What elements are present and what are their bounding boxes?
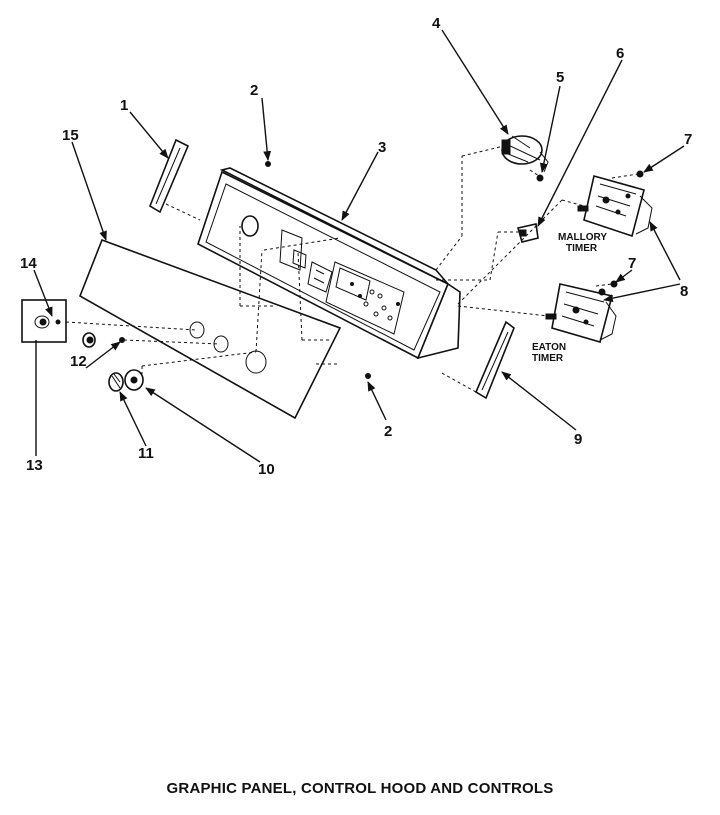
mallory-timer: [577, 175, 653, 238]
switch-screw: [536, 174, 544, 182]
callout-15: 15: [62, 127, 79, 144]
mallory-label-line2: TIMER: [566, 243, 598, 254]
callout-7-lower: 7: [628, 255, 636, 272]
cam-part: [516, 223, 539, 243]
callout-10: 10: [258, 461, 275, 478]
callout-14: 14: [20, 255, 37, 272]
right-end-cap: [474, 320, 515, 400]
small-knob: [82, 332, 125, 348]
knob-plate: [21, 299, 67, 343]
eaton-label-line2: TIMER: [532, 353, 564, 364]
left-end-cap: [149, 138, 190, 214]
callout-7-upper: 7: [684, 131, 692, 148]
hood-screw-top: [265, 161, 271, 167]
callout-12: 12: [70, 353, 87, 370]
callout-4: 4: [432, 15, 441, 32]
callout-13: 13: [26, 457, 43, 474]
callout-8: 8: [680, 283, 688, 300]
callout-2-bottom: 2: [384, 423, 392, 440]
eaton-timer: [545, 283, 617, 343]
rotary-switch: [501, 135, 549, 173]
callout-1: 1: [120, 97, 128, 114]
callout-6: 6: [616, 45, 624, 62]
callout-2-top: 2: [250, 82, 258, 99]
control-hood: [197, 167, 461, 360]
hood-screw-bottom: [365, 373, 371, 379]
large-knob: [108, 372, 124, 392]
knob-skirt: [124, 369, 144, 391]
eaton-label-line1: EATON: [532, 342, 566, 353]
callout-9: 9: [574, 431, 582, 448]
callout-11: 11: [138, 445, 154, 462]
callout-3: 3: [378, 139, 386, 156]
mallory-label-line1: MALLORY: [558, 232, 607, 243]
leader-lines: [33, 29, 685, 463]
figure-caption: GRAPHIC PANEL, CONTROL HOOD AND CONTROLS: [166, 780, 554, 797]
callout-5: 5: [556, 69, 564, 86]
